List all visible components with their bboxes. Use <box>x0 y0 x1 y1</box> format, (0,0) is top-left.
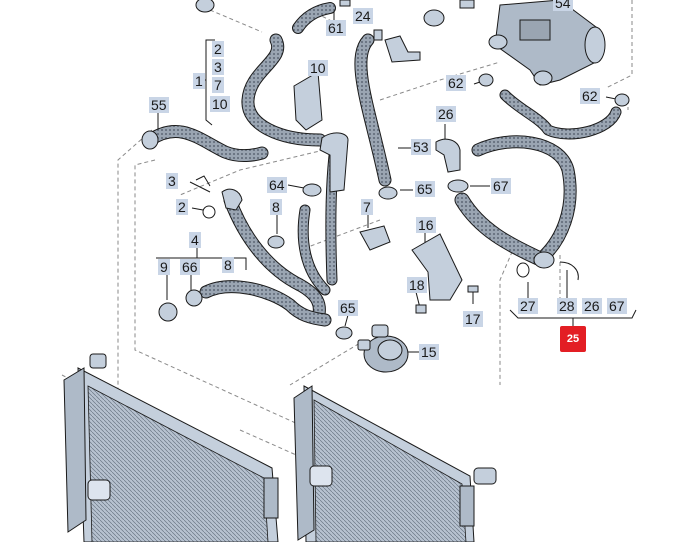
callout-16: 16 <box>416 217 436 233</box>
callout-2b: 2 <box>176 199 188 215</box>
connector-icon <box>459 0 475 9</box>
connector-icon <box>373 29 383 41</box>
highlight-badge-25[interactable]: 25 <box>560 326 586 352</box>
hose-icon <box>143 125 269 162</box>
connectors <box>141 0 630 340</box>
callout-9: 9 <box>158 259 170 275</box>
connector-icon <box>319 132 349 193</box>
radiator-icon <box>293 385 497 542</box>
callout-61: 61 <box>326 20 346 36</box>
callout-10b: 10 <box>308 60 328 76</box>
clamp-icon <box>202 205 216 219</box>
callout-1: 1 <box>193 73 205 89</box>
callout-55: 55 <box>149 97 169 113</box>
clamp-icon <box>335 326 353 340</box>
callout-15: 15 <box>419 344 439 360</box>
callout-62b: 62 <box>580 88 600 104</box>
connector-icon <box>467 285 479 293</box>
bracket-icon <box>293 35 463 301</box>
callout-53: 53 <box>411 139 431 155</box>
clamp-icon <box>267 235 285 249</box>
clamp-icon <box>447 179 469 193</box>
hose-icon <box>292 2 336 34</box>
callout-65b: 65 <box>338 300 358 316</box>
callout-66: 66 <box>180 259 200 275</box>
callout-54: 54 <box>553 0 573 11</box>
clamp-icon <box>141 130 159 150</box>
callout-8b: 8 <box>222 257 234 273</box>
thermostat-housing-icon <box>488 0 606 86</box>
clamp-icon <box>478 73 494 87</box>
callout-65a: 65 <box>415 181 435 197</box>
radiator-icon <box>63 353 279 542</box>
callout-8a: 8 <box>270 199 282 215</box>
callout-26a: 26 <box>436 106 456 122</box>
clamp-icon <box>158 302 178 322</box>
clamp-icon <box>378 186 398 200</box>
hose-icon <box>297 204 331 296</box>
pump-icon <box>357 324 409 373</box>
clamp-icon <box>614 93 630 107</box>
clamp-icon <box>423 9 445 27</box>
clamp-icon <box>185 289 203 307</box>
clamp-icon <box>533 251 555 269</box>
hoses <box>143 2 622 327</box>
callout-67b: 67 <box>607 298 627 314</box>
hose-icon <box>354 33 392 187</box>
clamp-icon <box>195 175 211 187</box>
connector-icon <box>339 0 351 7</box>
callout-64: 64 <box>267 177 287 193</box>
callout-17: 17 <box>463 311 483 327</box>
callout-28: 28 <box>557 298 577 314</box>
clamp-icon <box>559 261 579 281</box>
hose-icon <box>241 33 327 147</box>
connector-icon <box>415 304 427 314</box>
callout-3b: 3 <box>166 173 178 189</box>
callout-10a: 10 <box>210 96 230 112</box>
callout-3a: 3 <box>212 59 224 75</box>
callout-4: 4 <box>189 232 201 248</box>
clamp-icon <box>516 262 530 278</box>
connector-icon <box>221 188 243 211</box>
connector-icon <box>435 138 461 173</box>
hose-icon <box>454 192 546 266</box>
callout-18: 18 <box>407 277 427 293</box>
callout-7a: 7 <box>212 77 224 93</box>
callout-27: 27 <box>518 298 538 314</box>
callout-7b: 7 <box>361 199 373 215</box>
hose-icon <box>499 89 622 140</box>
hose-icon <box>199 280 332 327</box>
callout-67a: 67 <box>491 178 511 194</box>
clamp-icon <box>195 0 215 13</box>
callout-62a: 62 <box>446 75 466 91</box>
callout-2a: 2 <box>212 41 224 57</box>
hose-icon <box>223 193 326 325</box>
callout-26b: 26 <box>582 298 602 314</box>
callout-24: 24 <box>353 8 373 24</box>
hose-icon <box>471 135 577 262</box>
clamp-icon <box>302 183 322 197</box>
